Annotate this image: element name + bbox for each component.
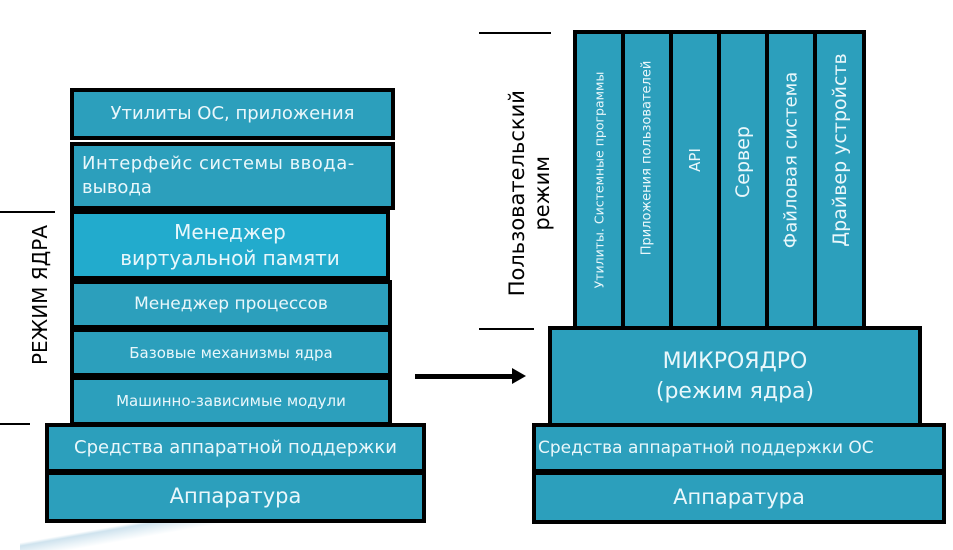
column-label: Утилиты. Системные программы	[591, 71, 607, 289]
os-hardware-support-layer: Средства аппаратной поддержки ОС	[532, 423, 946, 473]
layer-label: Утилиты ОС, приложения	[110, 103, 355, 125]
column-user-applications: Приложения пользователей	[621, 30, 673, 330]
user-mode-bottom-rule	[479, 328, 534, 330]
microkernel-layer: МИКРОЯДРО (режим ядра)	[548, 326, 922, 427]
kernel-mode-top-rule	[0, 211, 55, 213]
layer-process-manager: Менеджер процессов	[70, 280, 392, 329]
column-label: Файловая система	[780, 71, 802, 249]
layer-label: Аппаратура	[169, 484, 302, 509]
layer-machine-dependent-modules: Машинно-зависимые модули	[70, 376, 392, 426]
column-label: Сервер	[732, 126, 754, 198]
column-file-system: Файловая система	[765, 30, 817, 330]
column-system-utilities: Утилиты. Системные программы	[573, 30, 625, 330]
user-mode-label: Пользовательский режим	[505, 78, 555, 308]
microkernel-label-line2: (режим ядра)	[655, 378, 815, 404]
layer-label-line2: виртуальной памяти	[120, 246, 340, 270]
arrow-head-icon	[512, 368, 526, 384]
column-label: API	[686, 148, 704, 172]
layer-label: Машинно-зависимые модули	[116, 392, 346, 410]
layer-hardware-support: Средства аппаратной поддержки	[45, 423, 426, 473]
layer-virtual-memory-manager: Менеджер виртуальной памяти	[70, 210, 390, 280]
kernel-mode-label: РЕЖИМ ЯДРА	[28, 224, 52, 366]
column-api: API	[669, 30, 721, 330]
layer-label: Менеджер процессов	[134, 294, 328, 315]
layer-label: Средства аппаратной поддержки ОС	[538, 437, 874, 458]
layer-label-line1: Менеджер	[174, 220, 286, 244]
layer-hardware: Аппаратура	[45, 471, 426, 523]
column-label: Драйвер устройств	[828, 53, 851, 247]
layer-label: Базовые механизмы ядра	[129, 343, 333, 362]
user-mode-label-line1: Пользовательский	[504, 90, 529, 297]
layer-label: Аппаратура	[673, 484, 805, 509]
kernel-mode-bottom-rule	[0, 423, 30, 425]
column-label: Приложения пользователей	[639, 60, 655, 256]
layer-os-utilities: Утилиты ОС, приложения	[70, 88, 395, 140]
user-mode-top-rule	[479, 32, 551, 34]
layer-label-line1: Интерфейс системы ввода-	[82, 152, 355, 174]
user-mode-label-line2: режим	[530, 155, 554, 231]
layer-io-interface: Интерфейс системы ввода- вывода	[70, 142, 395, 210]
layer-label: Средства аппаратной поддержки	[74, 437, 397, 459]
microkernel-label-line1: МИКРОЯДРО	[662, 348, 808, 374]
column-server: Сервер	[717, 30, 769, 330]
hardware-layer: Аппаратура	[532, 471, 946, 524]
arrow-shaft	[415, 374, 515, 379]
layer-label-line2: вывода	[82, 177, 152, 198]
column-device-drivers: Драйвер устройств	[813, 30, 866, 330]
decorative-swoosh	[20, 520, 220, 550]
layer-kernel-core: Базовые механизмы ядра	[70, 328, 392, 377]
